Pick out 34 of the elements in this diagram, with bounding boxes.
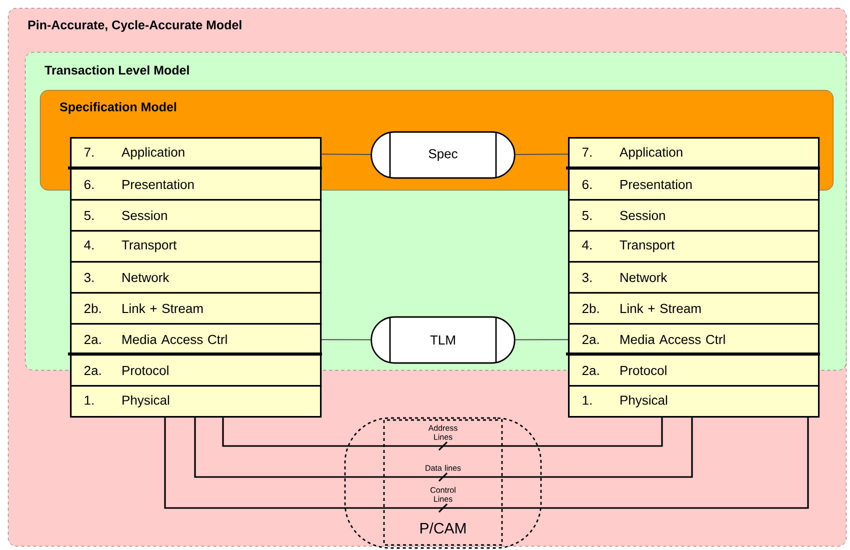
layer-box: 1. Physical: [568, 385, 820, 418]
layer-box: 2b. Link + Stream: [70, 292, 322, 325]
layer-box: 7. Application: [568, 137, 820, 170]
bus-line: [540, 418, 693, 478]
layer-box: 5. Session: [568, 199, 820, 232]
pill-box: Spec: [370, 131, 516, 179]
connector-line: [321, 339, 372, 340]
layer-box: 6. Presentation: [568, 168, 820, 201]
layer-box: 4. Transport: [70, 230, 322, 263]
layer-box: 3. Network: [568, 261, 820, 294]
layer-box: 2a. Protocol: [70, 354, 322, 387]
layer-box: 2b. Link + Stream: [568, 292, 820, 325]
connector-line: [514, 154, 568, 156]
bus-line: [222, 418, 346, 447]
bus-line: [194, 418, 346, 478]
bus-line: [540, 418, 663, 447]
bus-line: [164, 418, 346, 509]
layer-box: 1. Physical: [70, 385, 322, 418]
region-heading: Transaction Level Model: [44, 65, 189, 75]
layer-box: 5. Session: [70, 199, 322, 232]
pill-box: TLM: [370, 316, 516, 364]
layer-box: 7. Application: [70, 137, 322, 170]
layer-box: 2a. Media Access Ctrl: [568, 323, 820, 356]
connector-line: [514, 339, 568, 340]
layer-box: 6. Presentation: [70, 168, 322, 201]
layer-box: 3. Network: [70, 261, 322, 294]
layer-box: 4. Transport: [568, 230, 820, 263]
bus-model-drawing: Address Lines Data lines Control Lines P/CAM: [344, 417, 542, 549]
layer-box: 2a. Protocol: [568, 354, 820, 387]
region-heading: Specification Model: [60, 102, 176, 114]
region-heading: Pin-Accurate, Cycle-Accurate Model: [28, 20, 242, 32]
bus-line: [540, 418, 809, 509]
layer-box: 2a. Media Access Ctrl: [70, 323, 322, 356]
connector-line: [321, 154, 372, 155]
